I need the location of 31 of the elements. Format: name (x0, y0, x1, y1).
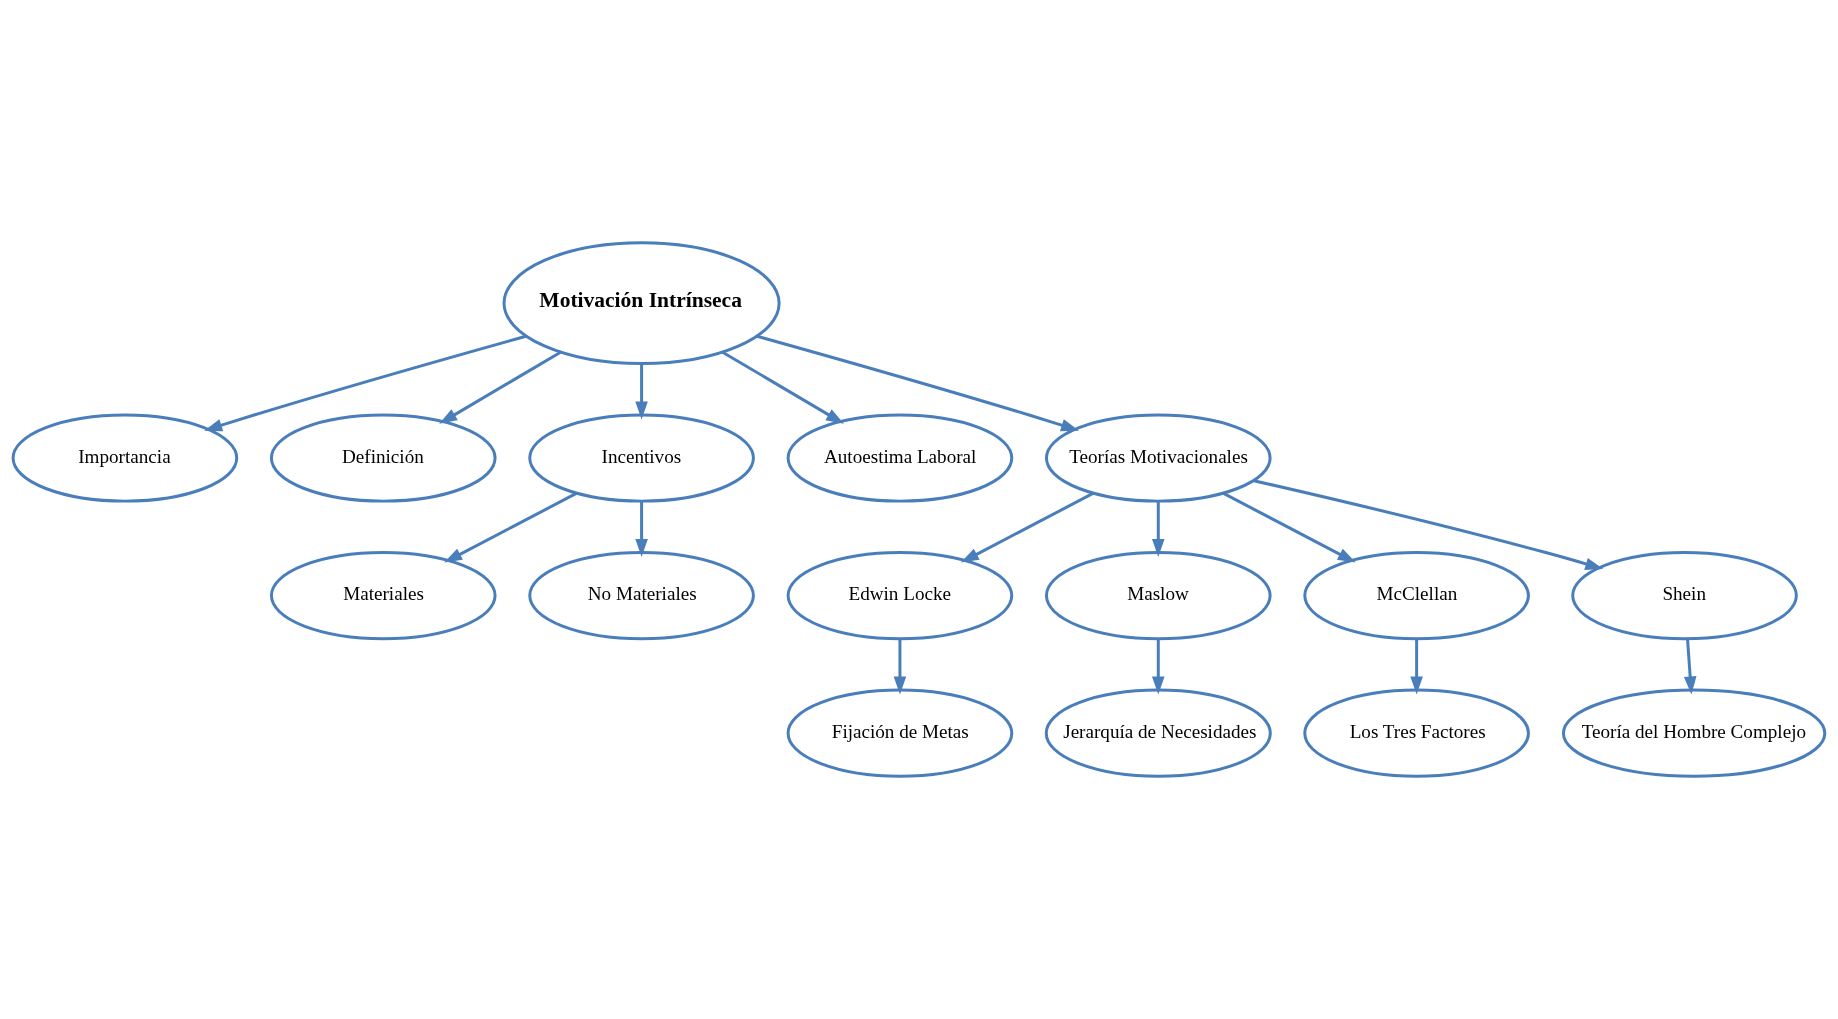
arrow (635, 363, 648, 420)
arrow (1410, 638, 1423, 695)
arrow (721, 350, 844, 424)
node-ellipse: Autoestima Laboral (786, 413, 1014, 503)
arrow (756, 334, 1079, 432)
arrow (204, 334, 527, 432)
node-ellipse: Definición (269, 413, 497, 503)
node-ellipse: Importancia (11, 413, 239, 503)
arrow (960, 491, 1095, 563)
node-ellipse: Motivación Intrínseca (502, 241, 781, 366)
arrow (1683, 638, 1697, 695)
node-ellipse: Maslow (1044, 551, 1272, 641)
node-ellipse: Incentivos (528, 413, 755, 503)
node-ellipse: Los Tres Factores (1303, 688, 1530, 778)
node-ellipse: Teoría del Hombre Complejo (1561, 688, 1827, 778)
arrow (1253, 479, 1604, 570)
arrow (1152, 638, 1165, 695)
node-ellipse: Edwin Locke (786, 551, 1014, 641)
node-ellipse: Jerarquía de Necesidades (1044, 688, 1272, 778)
node-ellipse: Fijación de Metas (786, 688, 1014, 778)
node-ellipse: Shein (1571, 551, 1798, 641)
arrow (439, 350, 562, 424)
node-ellipse: Materiales (269, 551, 497, 641)
arrow (635, 501, 648, 557)
arrow (1152, 501, 1165, 557)
arrow (444, 491, 578, 563)
node-ellipse: Teorías Motivacionales (1044, 413, 1272, 503)
arrow (893, 638, 907, 695)
node-ellipse: No Materiales (528, 551, 755, 641)
arrow (1222, 491, 1356, 563)
node-ellipse: McClellan (1303, 551, 1530, 641)
